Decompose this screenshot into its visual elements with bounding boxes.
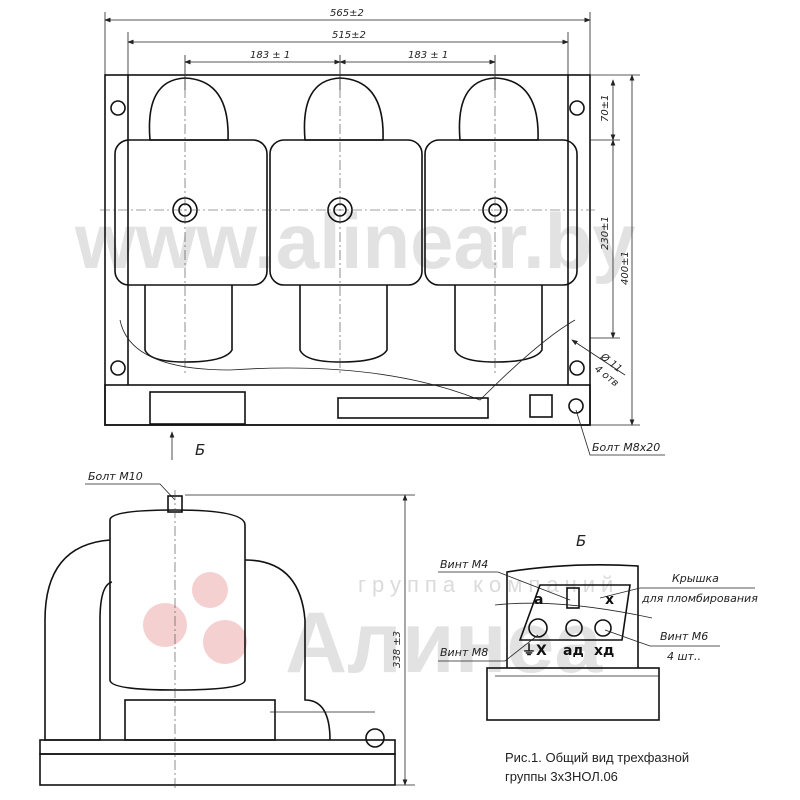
terminal-ground-x: ⏚X [522,643,547,659]
detail-title: Б [576,532,586,550]
terminal-a: a [534,592,543,608]
dim-mount-width: 515±2 [332,30,366,41]
figure-caption-line2: группы 3хЗНОЛ.06 [505,769,618,784]
watermark-logo [143,572,247,664]
top-view: 565±2 515±2 183 ± 1 183 ± 1 [100,8,665,460]
watermark-brand: Алинеа [285,595,603,691]
label-bolt-m10: Болт M10 [88,470,143,483]
mount-holes [110,100,585,376]
figure-caption-line1: Рис.1. Общий вид трехфазной [505,750,689,765]
dim-overall-width: 565±2 [330,8,364,19]
view-marker: Б [195,441,205,459]
terminal-xd: xд [594,643,614,659]
dim-pitch-right: 183 ± 1 [408,50,448,61]
dim-overall-depth: 400±1 [620,251,631,285]
label-bolt-m8: Болт M8x20 [592,441,660,454]
watermark-site: www.alinear.by [74,197,636,285]
terminal-x: x [605,592,614,608]
label-cover-line1: Крышка [672,572,719,585]
label-screw-m4: Винт M4 [440,558,488,571]
dim-height: 338 ±3 [392,631,403,668]
detail-view: Б a x ⏚X aд xд Винт M4 Крышка для пломби… [438,532,758,721]
label-screw-m6: Винт M6 [660,630,708,643]
terminal-ad: aд [563,643,584,659]
label-cover-line2: для пломбирования [641,592,758,605]
dim-top-offset: 70±1 [600,95,611,122]
label-screw-m8: Винт M8 [440,646,488,659]
dim-hole-spacing: 230±1 [600,216,611,250]
dim-pitch-left: 183 ± 1 [250,50,290,61]
side-view: Болт M10 338 ±3 [39,470,415,790]
label-screw-m6-count: 4 шт.. [667,650,701,663]
